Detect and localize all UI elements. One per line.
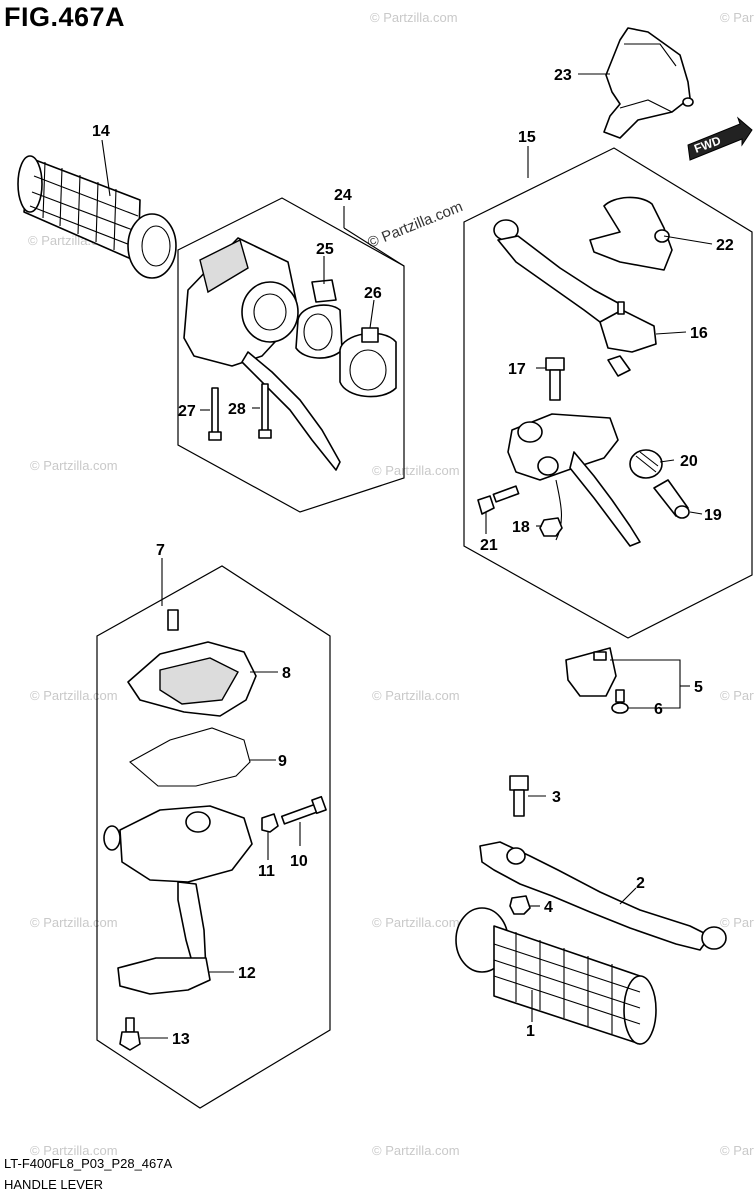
part-4-nut bbox=[509, 895, 531, 915]
callout-8: 8 bbox=[282, 665, 291, 682]
watermark: © Partzilla.com bbox=[30, 458, 118, 473]
callout-26: 26 bbox=[364, 285, 382, 302]
part-23-cover bbox=[603, 27, 694, 139]
watermark: © Partzilla.com bbox=[372, 915, 460, 930]
callout-19: 19 bbox=[704, 507, 722, 524]
group-box-brake-lever bbox=[463, 147, 753, 639]
part-8-throttle-cover bbox=[127, 609, 257, 717]
part-13-screw bbox=[119, 1017, 141, 1051]
callout-10: 10 bbox=[290, 853, 308, 870]
part-11-nut bbox=[261, 813, 279, 833]
part-27-screw bbox=[208, 387, 222, 441]
part-24-switch-housing bbox=[183, 237, 341, 471]
fwd-arrow-icon: FWD bbox=[687, 116, 753, 161]
part-19-adjuster bbox=[653, 479, 690, 519]
part-12-plate bbox=[117, 957, 211, 995]
figure-title: FIG.467A bbox=[4, 2, 126, 32]
part-7-throttle-housing bbox=[103, 805, 253, 977]
group-box-throttle bbox=[96, 565, 331, 1109]
callout-6: 6 bbox=[654, 701, 663, 718]
part-16-brake-lever bbox=[493, 219, 657, 377]
part-2-brake-lever bbox=[479, 841, 727, 951]
callout-24: 24 bbox=[334, 187, 352, 204]
group-box-switch bbox=[177, 197, 405, 513]
figure-code: LT-F400FL8_P03_P28_467A bbox=[4, 1156, 173, 1171]
watermark: © Partzilla.com bbox=[720, 1143, 754, 1158]
callout-labels: 1 2 3 4 5 6 7 8 9 10 11 12 13 14 15 16 1… bbox=[92, 67, 734, 1048]
part-10-bolt bbox=[280, 795, 327, 825]
watermark: © Partzilla.com bbox=[720, 688, 754, 703]
part-3-pivot-bolt bbox=[509, 775, 529, 817]
watermark-strong: © Partzilla.com bbox=[365, 198, 465, 252]
callout-20: 20 bbox=[680, 453, 698, 470]
watermark: © Partzilla.com bbox=[372, 463, 460, 478]
callout-9: 9 bbox=[278, 753, 287, 770]
callout-16: 16 bbox=[690, 325, 708, 342]
callout-25: 25 bbox=[316, 241, 334, 258]
callout-28: 28 bbox=[228, 401, 246, 418]
callout-17: 17 bbox=[508, 361, 526, 378]
part-1-right-grip bbox=[455, 907, 657, 1045]
part-21-screw bbox=[477, 485, 520, 515]
callout-2: 2 bbox=[636, 875, 645, 892]
callout-11: 11 bbox=[258, 863, 275, 880]
callout-22: 22 bbox=[716, 237, 734, 254]
leader-lines bbox=[101, 73, 713, 1039]
part-26-switch-ring bbox=[339, 327, 397, 398]
part-5-brake-switch bbox=[565, 647, 617, 697]
part-6-screw bbox=[611, 689, 629, 714]
watermark: © Partzilla.com bbox=[30, 1143, 118, 1158]
callout-27: 27 bbox=[178, 403, 196, 420]
part-28-screw bbox=[258, 383, 272, 439]
callout-1: 1 bbox=[526, 1023, 535, 1040]
part-15-master-cylinder bbox=[507, 413, 641, 547]
callout-12: 12 bbox=[238, 965, 256, 982]
watermark: © Partzilla.com bbox=[372, 1143, 460, 1158]
callout-23: 23 bbox=[554, 67, 572, 84]
part-22-bracket bbox=[589, 196, 673, 271]
callout-14: 14 bbox=[92, 123, 110, 140]
watermark: © Partzilla.com bbox=[370, 10, 458, 25]
callout-7: 7 bbox=[156, 542, 165, 559]
part-14-left-grip bbox=[17, 155, 177, 279]
part-17-pivot-bolt bbox=[545, 357, 565, 401]
figure-name: HANDLE LEVER bbox=[4, 1177, 103, 1192]
watermark: © Partzilla.com bbox=[720, 915, 754, 930]
callout-4: 4 bbox=[544, 899, 553, 916]
watermark: © Partzilla.com bbox=[720, 10, 754, 25]
callout-21: 21 bbox=[480, 537, 498, 554]
callout-3: 3 bbox=[552, 789, 561, 806]
callout-15: 15 bbox=[518, 129, 536, 146]
part-18-nut bbox=[539, 517, 563, 537]
part-25-switch-knob bbox=[295, 279, 343, 359]
watermark: © Partzilla.com bbox=[30, 915, 118, 930]
watermark: © Partzilla.com bbox=[30, 688, 118, 703]
callout-5: 5 bbox=[694, 679, 703, 696]
callout-18: 18 bbox=[512, 519, 530, 536]
callout-13: 13 bbox=[172, 1031, 190, 1048]
part-9-gasket bbox=[129, 727, 251, 787]
watermark: © Partzilla.com bbox=[372, 688, 460, 703]
part-20-cap bbox=[629, 449, 663, 479]
